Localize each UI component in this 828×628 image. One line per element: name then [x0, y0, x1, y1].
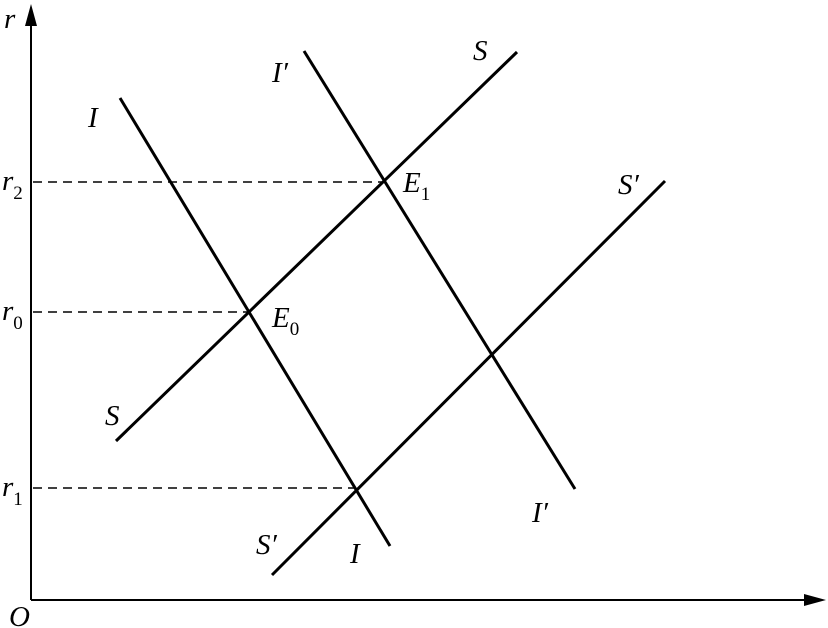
x-axis-arrowhead: [804, 594, 826, 606]
I-label-top: I: [87, 102, 99, 134]
r2-label: r2: [2, 165, 23, 204]
investment-curve-I-prime: [302, 50, 577, 490]
investment-curve-I: [118, 97, 392, 547]
r0-label: r0: [2, 295, 23, 334]
r1-label: r1: [2, 471, 23, 510]
S-prime-label-bottom: S′: [256, 529, 278, 561]
saving-curve-S: [114, 50, 519, 443]
S-prime-label-top: S′: [618, 169, 640, 201]
E0-label: E0: [271, 302, 299, 340]
y-axis-arrowhead: [25, 4, 37, 26]
I-label-bottom: I: [349, 538, 361, 570]
I-prime-label-bottom: I′: [531, 497, 549, 529]
S-label-bottom: S: [105, 400, 120, 432]
saving-curve-S-prime: [270, 179, 667, 577]
I-prime-label-top: I′: [271, 57, 289, 89]
origin-label: O: [9, 601, 30, 628]
y-axis-label: r: [4, 3, 16, 35]
E1-label: E1: [402, 167, 430, 205]
S-label-top: S: [473, 35, 488, 67]
